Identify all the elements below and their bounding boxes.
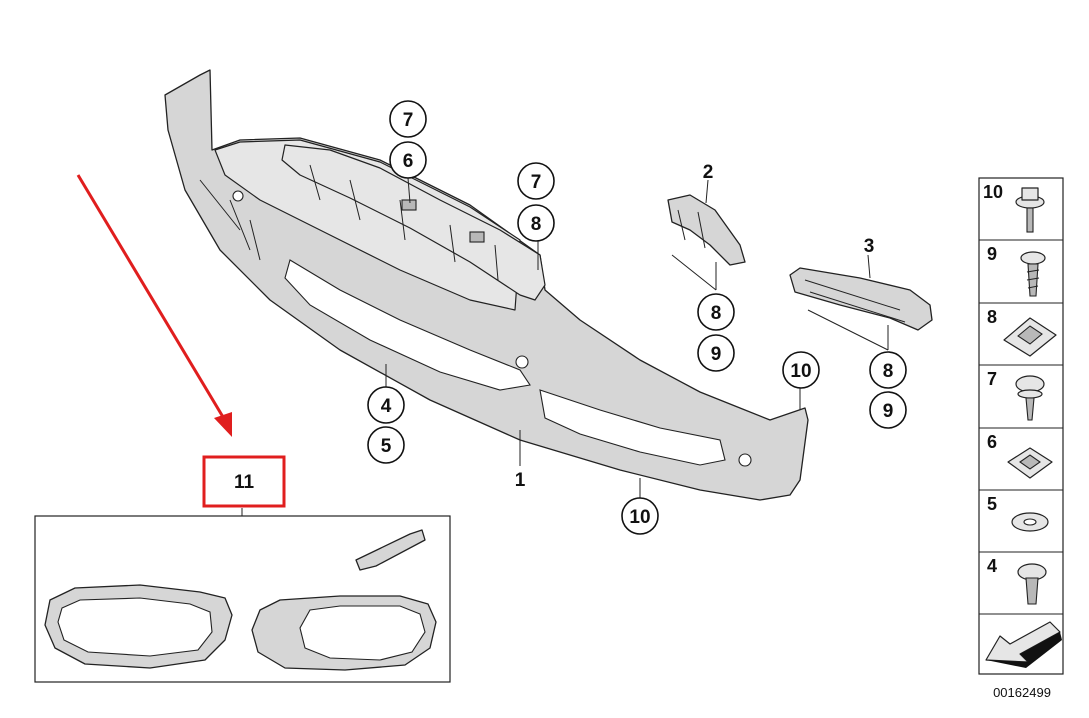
callout-8-right: 8 (697, 293, 735, 331)
callout-7-top: 7 (389, 100, 427, 138)
hardware-panel: 10 9 8 7 6 5 4 (978, 177, 1064, 675)
callout-9-right: 9 (697, 334, 735, 372)
callout-label: 4 (381, 396, 392, 417)
callout-label: 8 (883, 361, 894, 382)
screw-7-icon (1015, 375, 1045, 421)
bracket-part-3 (789, 267, 933, 331)
callout-7-mid: 7 (517, 162, 555, 200)
washer-5-icon (1011, 512, 1049, 532)
hardware-label: 8 (987, 307, 997, 327)
hardware-label: 9 (987, 244, 997, 264)
callout-8-mid: 8 (517, 204, 555, 242)
clip-nut-8-icon (1003, 317, 1057, 357)
callout-2: 2 (703, 162, 714, 183)
bracket-part-2 (667, 194, 746, 266)
callout-10-lower: 10 (621, 497, 659, 535)
callout-label: 7 (531, 172, 542, 193)
callout-label: 10 (790, 361, 811, 382)
leader-lines (241, 177, 889, 516)
direction-arrow-icon (985, 621, 1062, 668)
grille-bracket (281, 144, 546, 301)
rivet-4-icon (1017, 563, 1047, 605)
trim-right (251, 595, 437, 671)
inset-box-part-11 (34, 515, 451, 683)
hardware-label: 6 (987, 432, 997, 452)
callout-8-far: 8 (869, 351, 907, 389)
callout-label: 8 (531, 214, 542, 235)
callout-11-highlight: 11 (202, 455, 286, 508)
callout-label: 9 (883, 401, 894, 422)
callout-label: 7 (403, 110, 414, 131)
diagram-code: 00162499 (993, 685, 1051, 700)
callout-label: 8 (711, 303, 722, 324)
hardware-label: 5 (987, 494, 997, 514)
callout-6: 6 (389, 141, 427, 179)
callout-1: 1 (515, 470, 526, 491)
callout-9-far: 9 (869, 391, 907, 429)
trim-left (44, 584, 233, 669)
callout-10-upper: 10 (782, 351, 820, 389)
small-bracket (355, 529, 426, 571)
screw-9-icon (1020, 251, 1046, 297)
callout-5: 5 (367, 426, 405, 464)
square-nut-6-icon (1007, 447, 1053, 479)
hardware-label: 4 (987, 556, 997, 576)
callout-4: 4 (367, 386, 405, 424)
callout-label: 10 (629, 507, 650, 528)
bumper-panel (164, 69, 809, 501)
callout-label: 5 (381, 436, 392, 457)
callout-label: 9 (711, 344, 722, 365)
callout-label: 11 (234, 472, 255, 493)
callout-label: 6 (403, 151, 414, 172)
hardware-label: 7 (987, 369, 997, 389)
highlight-arrow (76, 174, 232, 437)
hardware-label: 10 (983, 182, 1003, 202)
bolt-10-icon (1015, 187, 1045, 233)
callout-3: 3 (864, 236, 875, 257)
